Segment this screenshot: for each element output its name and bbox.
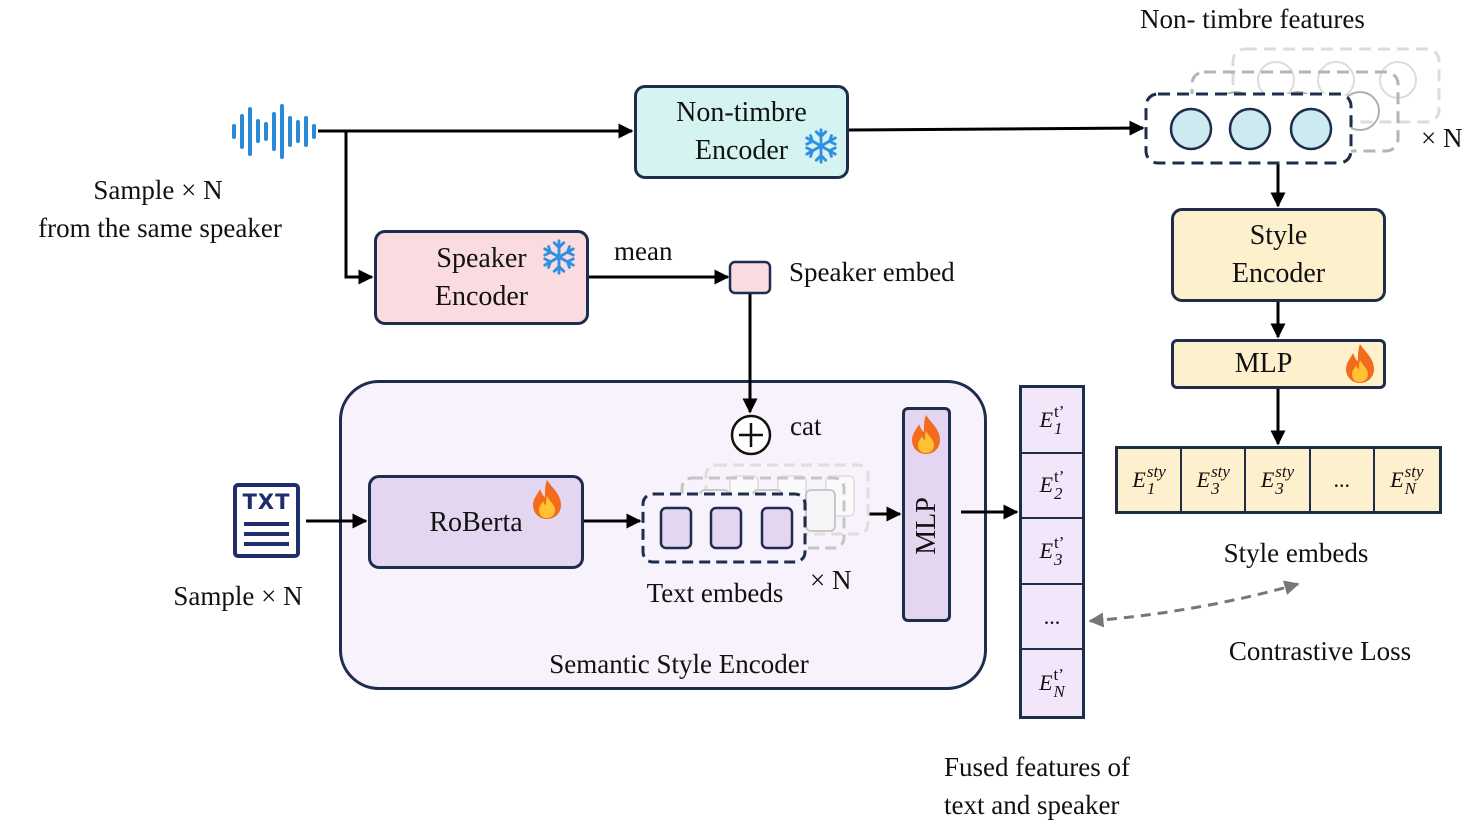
speaker-encoder-label-2: Encoder: [434, 280, 529, 312]
style-embed-base: E: [1390, 467, 1404, 492]
style-embed-cell: ...: [1311, 449, 1375, 511]
style-embed-superscript: sty: [1211, 462, 1230, 481]
fused-features-label-1: Fused features of: [944, 752, 1130, 782]
non-timbre-encoder-label-2: Encoder: [694, 135, 789, 166]
contrastive-loss-arrow: [1088, 580, 1300, 628]
roberta-label: RoBerta: [429, 507, 523, 538]
sample-text-label: Sample × N: [173, 581, 303, 611]
speaker-embed-square: [728, 260, 772, 295]
circled-plus-icon: [730, 414, 772, 456]
fused-base: ...: [1043, 603, 1061, 629]
text-embeds-label: Text embeds: [646, 578, 784, 608]
semantic-style-encoder-label: Semantic Style Encoder: [549, 649, 809, 679]
non-timbre-encoder-box: Non-timbre Encoder: [634, 85, 849, 179]
sample-audio-label-1: Sample × N: [93, 175, 223, 205]
speaker-encoder-box: Speaker Encoder: [374, 230, 589, 325]
style-embed-base: ...: [1333, 467, 1350, 492]
style-embed-base: E: [1196, 467, 1211, 492]
non-timbre-feature-stack: [1144, 47, 1441, 165]
style-embed-superscript: sty: [1275, 462, 1295, 481]
style-embed-subscript: 3: [1275, 479, 1284, 498]
fused-subscript: 3: [1054, 549, 1063, 569]
times-n-text-label: × N: [810, 565, 852, 595]
fused-subscript: 2: [1054, 484, 1063, 504]
fire-icon: [912, 415, 940, 454]
fire-icon: [1346, 344, 1374, 383]
waveform-icon: [232, 104, 316, 159]
fused-superscript: t’: [1053, 665, 1064, 685]
style-encoder-label-1: Style: [1249, 220, 1308, 251]
arrow-audio-to-speaker-encoder: [344, 131, 374, 285]
mlp-vertical-label: MLP: [910, 496, 942, 555]
fire-icon: [533, 480, 561, 519]
times-n-features-label: × N: [1421, 123, 1463, 153]
speaker-encoder-label-1: Speaker: [436, 242, 527, 274]
style-encoder-label-2: Encoder: [1231, 258, 1326, 289]
contrastive-loss-label: Contrastive Loss: [1228, 636, 1412, 666]
fused-base: E: [1039, 537, 1054, 563]
style-embeds-label: Style embeds: [1223, 538, 1369, 568]
fused-superscript: t’: [1054, 467, 1065, 487]
style-embed-base: E: [1132, 467, 1146, 492]
fused-superscript: t’: [1054, 401, 1065, 421]
mlp-style-label: MLP: [1234, 348, 1293, 379]
style-encoder-box: Style Encoder: [1171, 208, 1386, 302]
style-embed-superscript: sty: [1404, 462, 1424, 481]
non-timbre-encoder-label-1: Non-timbre: [676, 97, 807, 128]
fused-cell: ...: [1022, 585, 1082, 651]
fused-features-label-2: text and speaker: [944, 790, 1120, 820]
cat-label: cat: [790, 411, 822, 441]
snowflake-icon: [543, 239, 575, 275]
style-embed-subscript: N: [1404, 479, 1417, 498]
mean-label: mean: [614, 236, 673, 266]
style-embed-subscript: 1: [1146, 479, 1156, 498]
fused-subscript: N: [1053, 682, 1065, 702]
text-embed-stack: [641, 463, 870, 564]
speaker-embed-label: Speaker embed: [789, 257, 955, 287]
non-timbre-features-label: Non- timbre features: [1140, 4, 1365, 34]
txt-icon-label: TXT: [242, 490, 291, 514]
fused-base: E: [1039, 406, 1054, 432]
text-document-icon: TXT: [233, 483, 300, 558]
style-embed-subscript: 3: [1211, 479, 1220, 498]
style-embed-superscript: sty: [1146, 462, 1166, 481]
fused-base: E: [1039, 472, 1054, 498]
sample-audio-label-2: from the same speaker: [38, 213, 282, 243]
snowflake-icon: [805, 128, 837, 164]
style-embed-base: E: [1260, 467, 1275, 492]
arrow-nontimbre-to-features: [848, 120, 1145, 136]
fused-base: E: [1039, 670, 1053, 696]
fused-superscript: t’: [1054, 532, 1065, 552]
fused-subscript: 1: [1054, 418, 1063, 438]
